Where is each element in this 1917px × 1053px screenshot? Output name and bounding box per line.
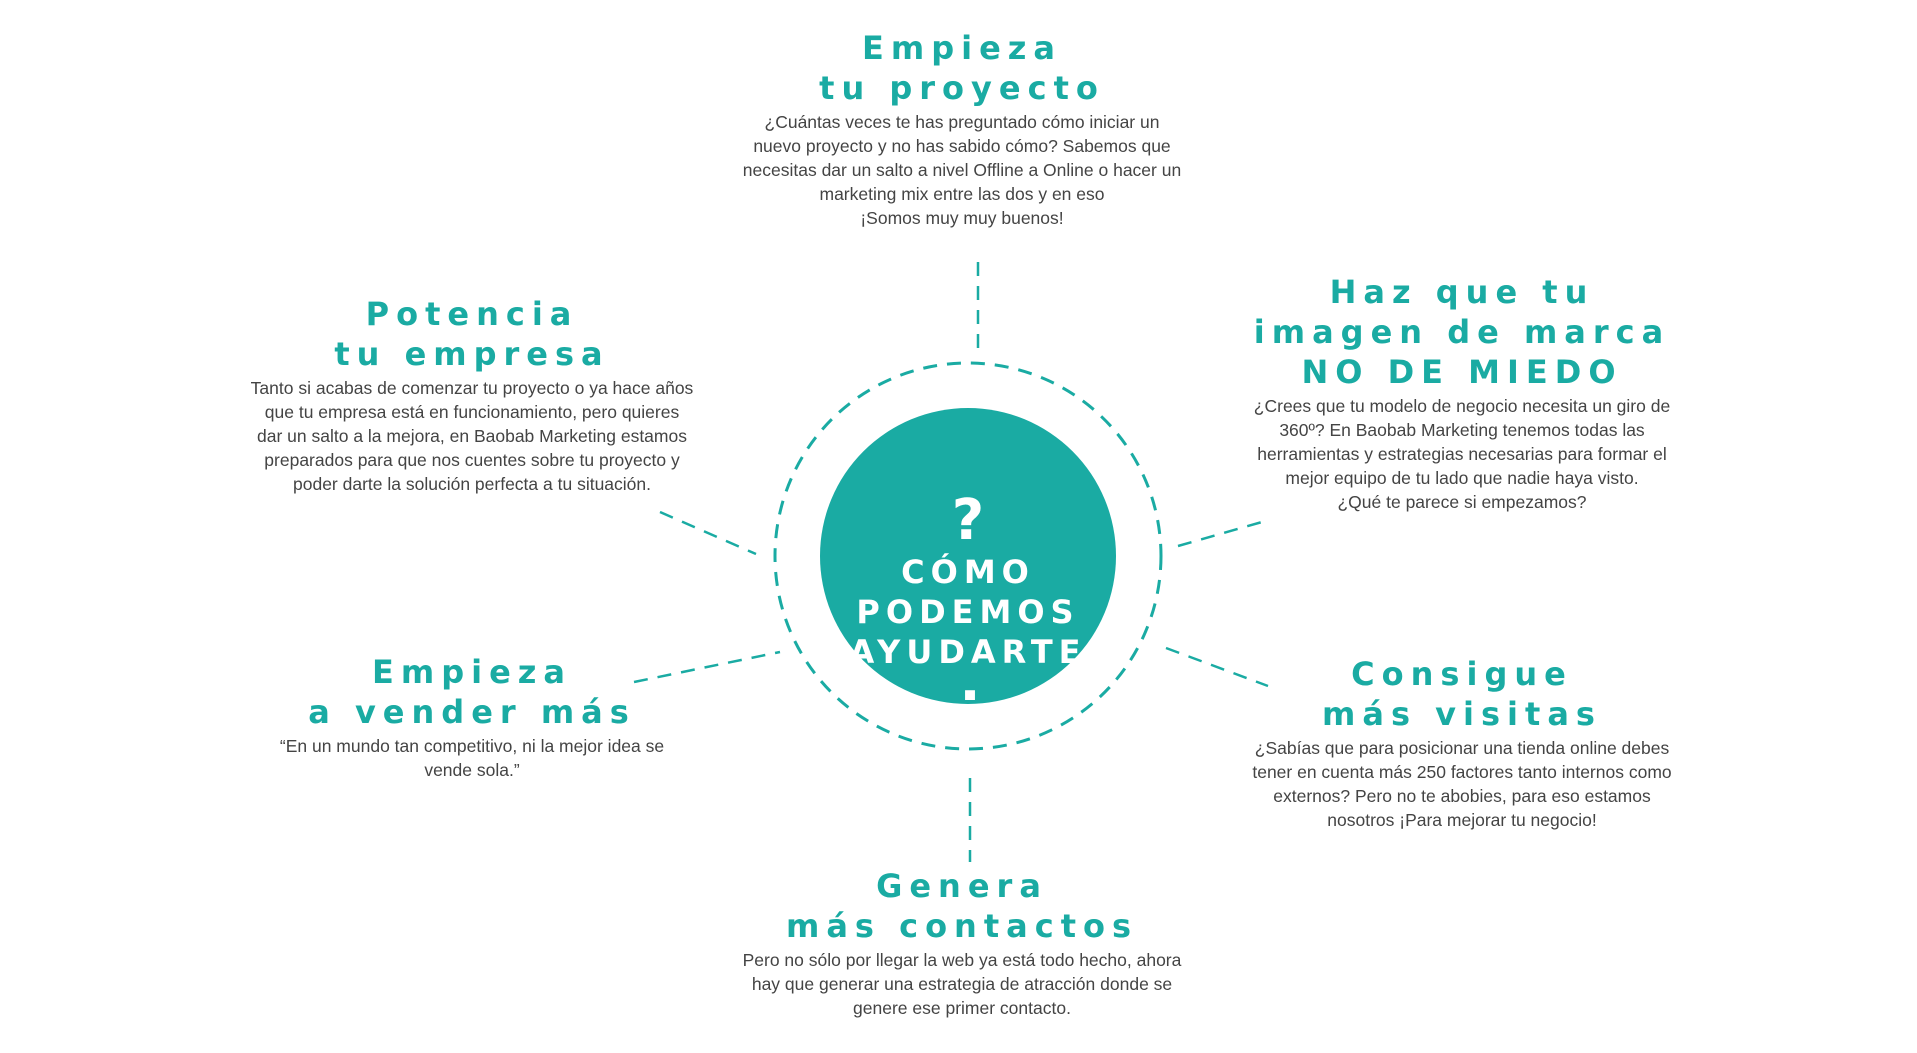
description-line: mejor equipo de tu lado que nadie haya v… bbox=[1285, 468, 1639, 488]
description-line: dar un salto a la mejora, en Baobab Mark… bbox=[257, 426, 687, 446]
heading-line: imagen de marca bbox=[1253, 313, 1671, 351]
block-empieza-tu-proyecto: Empieza tu proyecto ¿Cuántas veces te ha… bbox=[642, 28, 1282, 230]
description-line: genere ese primer contacto. bbox=[853, 998, 1071, 1018]
heading-line: Empieza bbox=[372, 653, 572, 691]
description-line: marketing mix entre las dos y en eso bbox=[819, 184, 1105, 204]
description-line: “En un mundo tan competitivo, ni la mejo… bbox=[279, 736, 665, 756]
connector-top-right bbox=[1177, 520, 1263, 548]
question-mark-open-icon: ? bbox=[951, 488, 985, 553]
hub-line-3: AYUDARTE bbox=[849, 633, 1087, 671]
description-line: externos? Pero no te abobies, para eso e… bbox=[1273, 786, 1651, 806]
question-mark-close-icon: ¿ bbox=[951, 670, 985, 735]
description-line: necesitas dar un salto a nivel Offline a… bbox=[742, 160, 1182, 180]
heading-line: más visitas bbox=[1322, 695, 1602, 733]
description-line: ¡Somos muy muy buenos! bbox=[860, 208, 1064, 228]
description-line: que tu empresa está en funcionamiento, p… bbox=[264, 402, 680, 422]
connector-bottom-right bbox=[1165, 646, 1269, 688]
heading-line: tu proyecto bbox=[819, 69, 1105, 107]
heading-line: tu empresa bbox=[334, 335, 610, 373]
block-description: ¿Cuántas veces te has preguntado cómo in… bbox=[642, 110, 1282, 230]
description-line: ¿Crees que tu modelo de negocio necesita… bbox=[1253, 396, 1671, 416]
description-line: hay que generar una estrategia de atracc… bbox=[751, 974, 1173, 994]
description-line: herramientas y estrategias necesarias pa… bbox=[1257, 444, 1667, 464]
center-hub-circle bbox=[820, 408, 1116, 704]
block-empieza-a-vender-mas: Empieza a vender más “En un mundo tan co… bbox=[152, 652, 792, 782]
heading-line: Consigue bbox=[1351, 655, 1573, 693]
description-line: 360º? En Baobab Marketing tenemos todas … bbox=[1279, 420, 1645, 440]
block-description: ¿Crees que tu modelo de negocio necesita… bbox=[1142, 394, 1782, 514]
heading-line: NO DE MIEDO bbox=[1301, 353, 1623, 391]
block-heading: Genera más contactos bbox=[642, 866, 1282, 946]
block-consigue-mas-visitas: Consigue más visitas ¿Sabías que para po… bbox=[1142, 654, 1782, 832]
block-genera-mas-contactos: Genera más contactos Pero no sólo por ll… bbox=[642, 866, 1282, 1020]
hub-line-1: CÓMO bbox=[901, 553, 1035, 591]
heading-line: más contactos bbox=[785, 907, 1139, 945]
description-line: preparados para que nos cuentes sobre tu… bbox=[264, 450, 680, 470]
connector-bottom-left bbox=[633, 650, 781, 684]
description-line: poder darte la solución perfecta a tu si… bbox=[293, 474, 651, 494]
block-description: “En un mundo tan competitivo, ni la mejo… bbox=[152, 734, 792, 782]
block-heading: Haz que tu imagen de marca NO DE MIEDO bbox=[1142, 272, 1782, 392]
description-line: Tanto si acabas de comenzar tu proyecto … bbox=[250, 378, 694, 398]
block-potencia-tu-empresa: Potencia tu empresa Tanto si acabas de c… bbox=[152, 294, 792, 496]
description-line: ¿Cuántas veces te has preguntado cómo in… bbox=[764, 112, 1160, 132]
description-line: ¿Sabías que para posicionar una tienda o… bbox=[1254, 738, 1670, 758]
heading-line: Haz que tu bbox=[1329, 273, 1595, 311]
description-line: Pero no sólo por llegar la web ya está t… bbox=[742, 950, 1182, 970]
block-description: Pero no sólo por llegar la web ya está t… bbox=[642, 948, 1282, 1020]
description-line: ¿Qué te parece si empezamos? bbox=[1337, 492, 1587, 512]
heading-line: Empieza bbox=[862, 29, 1062, 67]
block-description: Tanto si acabas de comenzar tu proyecto … bbox=[152, 376, 792, 496]
outer-dashed-ring bbox=[773, 361, 1163, 751]
description-line: vende sola.” bbox=[424, 760, 520, 780]
heading-line: a vender más bbox=[308, 693, 636, 731]
connector-top-left bbox=[659, 510, 757, 556]
description-line: tener en cuenta más 250 factores tanto i… bbox=[1252, 762, 1672, 782]
heading-line: Potencia bbox=[365, 295, 579, 333]
block-description: ¿Sabías que para posicionar una tienda o… bbox=[1142, 736, 1782, 832]
center-hub-text: ? CÓMO PODEMOS AYUDARTE ¿ bbox=[818, 490, 1118, 734]
block-heading: Empieza a vender más bbox=[152, 652, 792, 732]
hub-line-2: PODEMOS bbox=[856, 593, 1080, 631]
block-heading: Empieza tu proyecto bbox=[642, 28, 1282, 108]
block-imagen-de-marca: Haz que tu imagen de marca NO DE MIEDO ¿… bbox=[1142, 272, 1782, 514]
description-line: nuevo proyecto y no has sabido cómo? Sab… bbox=[753, 136, 1171, 156]
block-heading: Consigue más visitas bbox=[1142, 654, 1782, 734]
heading-line: Genera bbox=[876, 867, 1048, 905]
block-heading: Potencia tu empresa bbox=[152, 294, 792, 374]
description-line: nosotros ¡Para mejorar tu negocio! bbox=[1327, 810, 1597, 830]
